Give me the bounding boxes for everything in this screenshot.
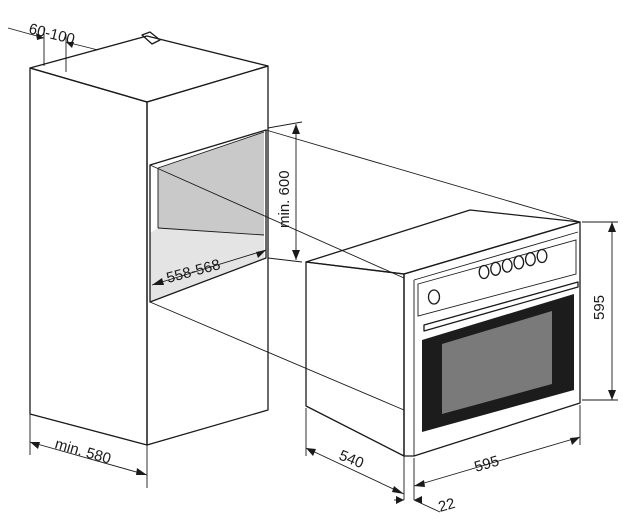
label-niche-height: min. 600 — [276, 170, 293, 228]
oven-knob[interactable] — [501, 258, 513, 273]
niche-back-wall — [158, 132, 264, 235]
label-oven-depth: 540 — [337, 447, 367, 472]
dimension-oven-depth: 540 — [305, 408, 405, 495]
oven-knob[interactable] — [490, 261, 502, 276]
cabinet-niche — [149, 129, 267, 303]
dimension-oven-width: 595 — [403, 405, 581, 500]
label-cabinet-depth: min. 580 — [53, 436, 113, 468]
niche-back-bottom-edge — [157, 227, 265, 236]
label-cabinet-top-gap: 60-100 — [27, 20, 76, 48]
dimension-oven-height: 595 — [582, 221, 618, 401]
niche-floor — [150, 228, 264, 302]
projection-lines — [149, 129, 581, 411]
oven-mode-knob[interactable] — [427, 289, 441, 305]
label-oven-height: 595 — [591, 295, 608, 320]
oven-top — [305, 209, 581, 275]
dimension-cabinet-depth: min. 580 — [29, 414, 148, 488]
label-oven-width: 595 — [472, 453, 501, 476]
cabinet-vent-lip — [141, 31, 161, 45]
cabinet-front — [146, 65, 269, 446]
oven-knob[interactable] — [536, 248, 548, 264]
dimension-oven-front-thickness: 22 — [394, 458, 457, 516]
niche-outline — [149, 129, 267, 303]
label-oven-front-thickness: 22 — [436, 495, 457, 516]
dimension-cabinet-top-gap: 60-100 — [7, 20, 99, 72]
niche-inner-top-edge — [157, 131, 265, 169]
oven-knob-row — [478, 248, 548, 280]
cabinet-left-side — [29, 67, 148, 446]
oven-control-panel — [417, 239, 577, 317]
dimension-niche-height: min. 600 — [267, 121, 303, 263]
oven-front-panel — [403, 221, 581, 457]
oven-knob[interactable] — [513, 255, 525, 270]
oven-knob[interactable] — [524, 252, 536, 267]
oven — [305, 209, 581, 457]
oven-left-side — [305, 261, 405, 457]
cabinet — [29, 31, 269, 446]
oven-window-glass — [442, 311, 552, 414]
oven-door-handle[interactable] — [423, 281, 579, 332]
oven-knob[interactable] — [478, 264, 490, 280]
